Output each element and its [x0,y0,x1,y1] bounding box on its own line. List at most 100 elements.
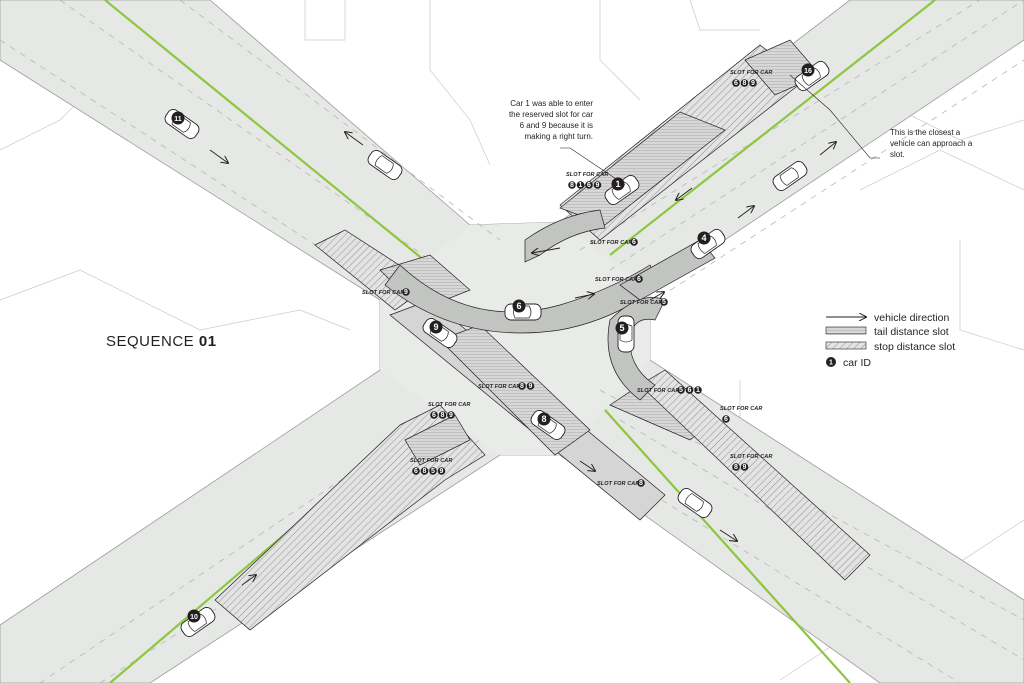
car-cabin [697,235,717,254]
slot-label-text: SLOT FOR CAR [620,300,662,306]
sequence-prefix: SEQUENCE [106,333,194,350]
sequence-title: SEQUENCE 01 [106,333,217,350]
car-cabin [513,305,532,319]
legend-tail-swatch [825,326,867,335]
car-id-label: 16 [804,68,812,75]
slot-car-badge [420,467,429,475]
slot-label-text: SLOT FOR CAR [720,406,762,412]
car-id-badge [171,111,185,125]
slot-car-id: 6 [734,80,738,87]
slot-car-badge [685,386,694,394]
slot-sw-tail [404,414,471,466]
slot-car-id: 8 [743,80,747,87]
slot-car-badge [568,181,576,189]
slot-car-id: 8 [734,464,738,471]
slot-car-id: 9 [440,468,444,475]
slot-car-id: 6 [587,182,591,189]
slot-car-badge [412,467,420,475]
car-body [367,150,403,180]
car-id-badge [512,299,526,313]
car-cabin [187,613,207,632]
slot-car-id: 5 [662,299,666,306]
slot-car-badge [660,298,668,306]
slot-car-badge [438,411,447,419]
car-id-badge [615,321,629,335]
car-id-badge [801,63,815,77]
car-cabin [374,155,394,174]
car-id-badge [429,320,443,334]
slot-car-badge [437,467,446,475]
slot-car-badge [430,411,438,419]
car-id-label: 9 [433,322,438,332]
slot-car-id: 5 [431,468,435,475]
slot-label-text: SLOT FOR CAR [597,481,639,487]
slot-car-id: 8 [570,182,574,189]
slot-label-text: SLOT FOR CAR [590,240,632,246]
car-id-badge [537,412,551,426]
slot-car-id: 5 [679,387,683,394]
slot-car-badge [518,382,526,390]
legend-stop-label: stop distance slot [874,341,955,353]
legend-car-id-icon [826,357,836,367]
slot-car-id: 9 [751,80,755,87]
median-lines [104,0,936,683]
slot-car-badge [722,415,730,423]
car-unlabeled-1 [367,150,403,180]
car-unlabeled-3 [772,161,808,191]
car-id-label: 1 [615,179,620,189]
slot-label-text: SLOT FOR CAR [428,402,470,408]
slot-label-text: SLOT FOR CAR [730,454,772,460]
car-unlabeled-10 [677,488,713,518]
note-leaders [560,74,880,186]
slot-car-badge [630,238,638,246]
slot-car-id: 9 [449,412,453,419]
slot-label-text: SLOT FOR CAR [478,384,520,390]
slot-car-id: 9 [404,289,408,296]
slot-car-badge [585,181,593,189]
car-cabin [801,67,821,86]
slot-label-text: SLOT FOR CAR [362,290,404,296]
note-right-turn-line-3: 6 and 9 because it is [520,121,593,130]
car-id-label: 11 [174,116,182,123]
slot-car-badge [526,382,535,390]
slot-car-badge [402,288,410,296]
note-right-turn-line-2: the reserved slot for car [509,110,593,119]
car-id-badge [611,177,625,191]
slot-car-id: 9 [743,464,747,471]
direction-arrows [209,132,836,586]
slot-car-id: 9 [596,182,600,189]
legend-stop-swatch [825,341,867,350]
car-id-badge [697,231,711,245]
car-id-label: 10 [190,614,198,621]
slot-car-badge [635,275,643,283]
sequence-number: 01 [199,333,217,350]
legend-car-id-label: car ID [843,357,871,369]
slot-car-id: 8 [441,412,445,419]
slot-car-id: 1 [579,182,583,189]
car-cabin [779,167,799,186]
slot-car-badge [694,386,702,394]
slot-label-text: SLOT FOR CAR [637,388,679,394]
car-body [677,488,713,518]
slot-se-b [639,369,871,581]
slot-car-id: 9 [529,383,533,390]
car-id-label: 8 [541,414,546,424]
slot-car-badge [732,463,740,471]
slot-label-text: SLOT FOR CAR [595,277,637,283]
note-right-turn-line-1: Car 1 was able to enter [510,99,593,108]
slot-car-id: 1 [696,387,700,394]
car-id-label: 6 [516,301,521,311]
